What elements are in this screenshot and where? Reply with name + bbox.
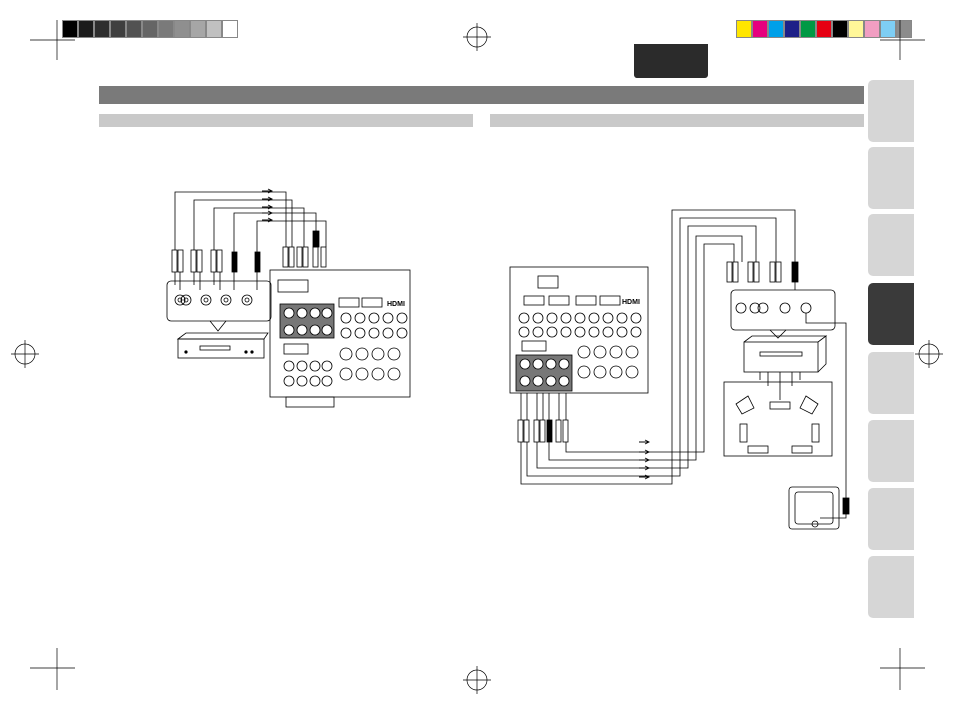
subsection-left-bar [99, 114, 473, 127]
grayscale-swatch [142, 20, 158, 38]
hdmi-label-left: HDMI [387, 301, 405, 308]
crop-marks [11, 20, 943, 694]
side-tab-7[interactable] [868, 488, 914, 550]
side-tab-6[interactable] [868, 420, 914, 482]
color-swatch [784, 20, 800, 38]
tv-monitor-icon [788, 486, 847, 530]
grayscale-swatch [190, 20, 206, 38]
speakers-layout [723, 372, 833, 457]
side-tab-3[interactable] [868, 214, 914, 276]
color-swatch [752, 20, 768, 38]
left-connection-diagram: HDMI [166, 188, 411, 408]
amplifier-plugs [726, 261, 799, 283]
receiver-plugs [282, 230, 327, 268]
source-jacks [174, 294, 253, 306]
language-tab [634, 44, 708, 78]
color-swatch [768, 20, 784, 38]
grayscale-registration-strip [62, 20, 238, 38]
source-player-icon [176, 332, 269, 359]
amplifier-jack-panel [730, 289, 836, 331]
grayscale-swatch [94, 20, 110, 38]
grayscale-swatch [62, 20, 78, 38]
color-swatch [736, 20, 752, 38]
grayscale-swatch [222, 20, 238, 38]
av-amplifier-icon [743, 335, 828, 373]
color-swatch [816, 20, 832, 38]
grayscale-swatch [174, 20, 190, 38]
receiver-back-panel-right: HDMI [509, 266, 649, 394]
color-swatch [880, 20, 896, 38]
side-tab-1[interactable] [868, 80, 914, 142]
grayscale-swatch [158, 20, 174, 38]
grayscale-swatch [110, 20, 126, 38]
side-tab-8[interactable] [868, 556, 914, 618]
source-jack-panel [166, 280, 272, 322]
color-swatch [864, 20, 880, 38]
source-plugs [171, 249, 261, 273]
hdmi-label-right: HDMI [622, 299, 640, 306]
receiver-output-plugs [517, 393, 569, 443]
color-swatch [832, 20, 848, 38]
grayscale-swatch [126, 20, 142, 38]
section-title-bar [99, 86, 864, 104]
grayscale-swatch [206, 20, 222, 38]
side-tab-2[interactable] [868, 147, 914, 209]
side-tab-5[interactable] [868, 352, 914, 414]
right-connection-diagram: HDMI [509, 209, 850, 530]
color-swatch [848, 20, 864, 38]
side-tab-4-active[interactable] [868, 283, 914, 345]
color-swatch [800, 20, 816, 38]
receiver-back-panel-left: HDMI [269, 269, 411, 408]
grayscale-swatch [78, 20, 94, 38]
subsection-right-bar [490, 114, 864, 127]
